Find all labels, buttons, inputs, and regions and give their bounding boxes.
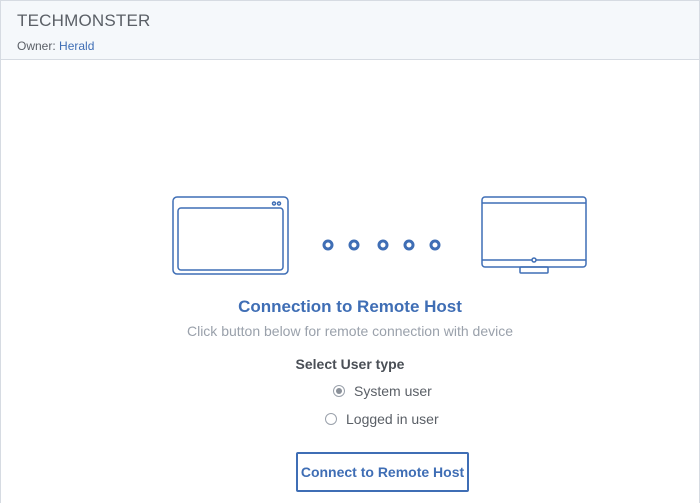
radio-system-user[interactable]: System user xyxy=(333,381,432,401)
device-name: TECHMONSTER xyxy=(17,11,151,30)
monitor-icon xyxy=(481,196,587,274)
radio-unselected-icon[interactable] xyxy=(325,413,337,425)
select-user-type-label: Select User type xyxy=(295,356,405,372)
radio-selected-icon[interactable] xyxy=(333,385,345,397)
connection-dots-icon xyxy=(322,239,441,251)
connect-to-remote-host-button[interactable]: Connect to Remote Host xyxy=(296,452,469,492)
owner-label: Owner: xyxy=(17,39,56,53)
device-header: TECHMONSTER Owner: Herald xyxy=(1,0,699,60)
connection-title: Connection to Remote Host xyxy=(238,297,462,316)
owner-row: Owner: Herald xyxy=(17,39,94,53)
radio-label: System user xyxy=(354,383,432,399)
tablet-icon xyxy=(172,196,289,275)
owner-link[interactable]: Herald xyxy=(59,39,95,53)
radio-logged-in-user[interactable]: Logged in user xyxy=(325,409,439,429)
connection-subtitle: Click button below for remote connection… xyxy=(186,323,514,339)
radio-label: Logged in user xyxy=(346,411,439,427)
